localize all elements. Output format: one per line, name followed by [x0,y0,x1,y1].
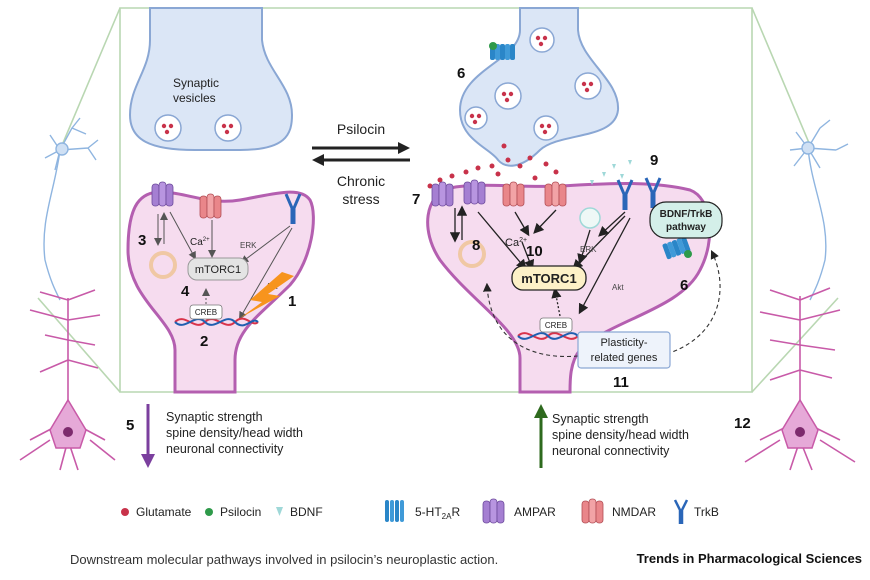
right-signaling-arrows [449,205,631,317]
right-ampar-1 [431,181,454,207]
glutamate-icon [121,508,129,516]
svg-text:5-HT2AR: 5-HT2AR [415,505,460,521]
label-3: 3 [138,232,146,249]
synaptic-vesicles-label-2: vesicles [173,91,216,105]
bdnf-vesicle [579,207,601,229]
left-creb-box: CREB [189,304,223,320]
left-postsynaptic-spine [126,190,315,394]
right-akt-label: Akt [612,283,624,292]
left-signaling-arrows [154,211,293,320]
right-effect-line-2: spine density/head width [552,428,689,442]
legend-bdnf: BDNF [276,505,323,519]
legend-psilocin: Psilocin [205,505,261,519]
right-effect-line-3: neuronal connectivity [552,444,670,458]
plasticity-genes-box: Plasticity- related genes [577,331,671,369]
decrease-arrow [141,404,155,468]
right-mtorc1-box: mTORC1 [511,265,587,291]
chronic-stress-label-2: stress [342,191,379,207]
label-5: 5 [126,417,134,434]
svg-text:BDNF: BDNF [290,505,323,519]
psilocin-arrow [312,142,410,154]
left-effect-line-1: Synaptic strength [166,410,263,424]
left-lightning-icon [240,272,294,318]
synaptic-vesicles-label-1: Synaptic [173,76,219,90]
right-pink-neuron [744,287,856,471]
svg-text:Plasticity-: Plasticity- [600,337,647,349]
svg-text:TrkB: TrkB [694,505,719,519]
legend-ampar: AMPAR [482,498,556,524]
label-6-top: 6 [457,65,465,82]
right-nmdar-1 [502,181,525,207]
nmdar-icon [581,498,604,524]
left-effect-line-3: neuronal connectivity [166,442,284,456]
label-7: 7 [412,191,420,208]
left-blue-neuron [43,117,99,301]
left-nmdar [199,193,222,219]
label-1: 1 [288,293,296,310]
legend-trkb: TrkB [673,499,719,524]
label-9: 9 [650,152,658,169]
svg-text:Glutamate: Glutamate [136,505,192,519]
label-11: 11 [613,374,629,391]
label-10: 10 [526,243,543,260]
svg-text:AMPAR: AMPAR [514,505,556,519]
svg-text:Psilocin: Psilocin [220,505,261,519]
ampar-icon [482,498,505,524]
left-vesicles [154,114,242,142]
left-ampar [151,181,174,207]
increase-arrow [534,404,548,468]
psilocin-label: Psilocin [337,121,385,137]
svg-text:mTORC1: mTORC1 [521,271,576,286]
figure-caption: Downstream molecular pathways involved i… [70,552,499,567]
left-ca-label: Ca2+ [190,237,210,248]
svg-text:pathway: pathway [666,222,706,233]
left-internalized-ampar [149,251,177,279]
chronic-stress-label-1: Chronic [337,173,385,189]
left-mtorc1-box: mTORC1 [187,257,249,281]
left-effect-line-2: spine density/head width [166,426,303,440]
legend-glutamate: Glutamate [121,505,192,519]
legend-nmdar: NMDAR [581,498,656,524]
right-vesicles [464,27,602,141]
label-2: 2 [200,333,208,350]
right-pink-soma [781,398,819,449]
right-effect-line-1: Synaptic strength [552,412,649,426]
right-ca-label: Ca2+ [505,237,527,249]
presynaptic-5ht2ar [489,42,515,60]
bdnf-icon [276,507,283,516]
bdnf-trkb-pathway-box: BDNF/TrkB pathway [649,201,723,239]
right-nmdar-2 [544,181,567,207]
left-erk-label: ERK [240,241,257,250]
svg-text:CREB: CREB [195,308,217,317]
svg-text:related genes: related genes [591,352,658,364]
journal-brand: Trends in Pharmacological Sciences [636,551,862,566]
svg-text:CREB: CREB [545,321,567,330]
chronic-stress-arrow [312,154,410,166]
released-bdnf [590,160,632,185]
label-8: 8 [472,237,480,254]
svg-text:mTORC1: mTORC1 [195,264,241,276]
right-blue-neuron [789,119,849,301]
legend-5ht2ar: 5-HT2AR [385,500,460,522]
label-6-bottom: 6 [680,277,688,294]
right-ampar-2 [463,179,486,205]
svg-text:BDNF/TrkB: BDNF/TrkB [660,209,713,220]
left-dna-icon [174,317,259,327]
released-glutamate [427,143,559,189]
right-erk-label: ERK [580,245,597,254]
label-12: 12 [734,415,751,432]
svg-text:NMDAR: NMDAR [612,505,656,519]
right-creb-box: CREB [539,317,573,333]
5ht2ar-icon [385,500,404,522]
postsynaptic-5ht2ar [661,236,692,260]
plasticity-feedback-loop [482,250,721,358]
legend: Glutamate Psilocin BDNF 5-HT2AR AMPAR NM… [121,498,719,524]
trkb-icon [673,499,689,524]
left-pink-soma [49,398,87,449]
label-4: 4 [181,283,190,300]
right-internalized-ampar [458,240,486,268]
psilocin-icon [205,508,213,516]
